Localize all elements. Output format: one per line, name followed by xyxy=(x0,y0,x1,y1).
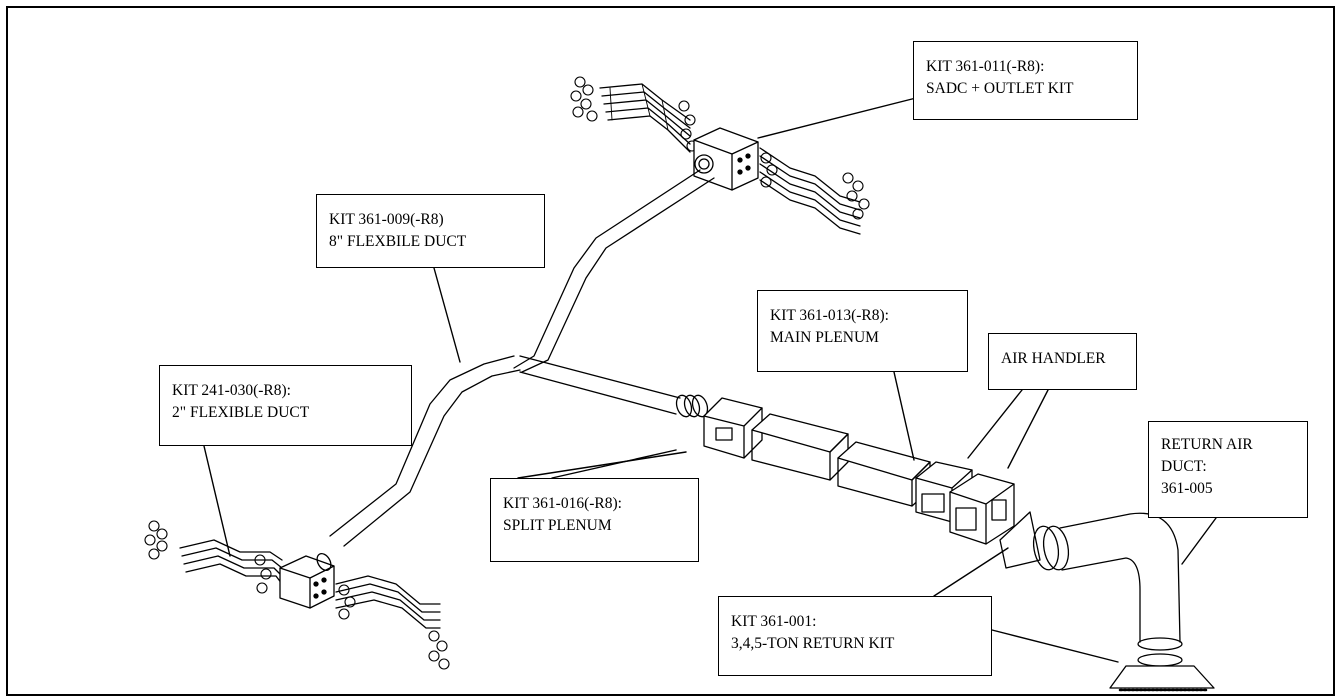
lower-right-outlet-ducts xyxy=(335,575,441,629)
callout-flex-duct-2in: KIT 241-030(-R8): 2" FLEXIBLE DUCT xyxy=(159,365,412,446)
air-handler-shape xyxy=(915,461,1015,545)
leader-split-plenum-a xyxy=(517,451,687,479)
flex-duct-8in-upper xyxy=(513,169,715,373)
callout-split-plenum-line1: KIT 361-016(-R8): xyxy=(503,495,622,512)
upper-left-outlet-ducts xyxy=(599,83,691,153)
lower-right-grilles xyxy=(338,584,450,670)
callout-return-air-duct-line1: RETURN AIR xyxy=(1161,436,1253,453)
upper-left-grilles xyxy=(570,76,698,152)
callout-air-handler: AIR HANDLER xyxy=(988,333,1137,390)
lower-left-outlet-ducts xyxy=(179,539,283,585)
callout-return-air-duct: RETURN AIR DUCT: 361-005 xyxy=(1148,421,1308,518)
callout-return-air-duct-line2: DUCT: xyxy=(1161,458,1207,475)
callout-main-plenum: KIT 361-013(-R8): MAIN PLENUM xyxy=(757,290,968,372)
callout-main-plenum-line2: MAIN PLENUM xyxy=(770,329,879,346)
flex-duct-8in-lower xyxy=(329,355,521,547)
lower-plenum-box xyxy=(279,552,335,609)
callout-flex-duct-8in-line1: KIT 361-009(-R8) xyxy=(329,211,444,228)
lower-outlet-assembly xyxy=(144,520,450,670)
split-plenum-shape xyxy=(703,397,763,459)
callout-sadc-outlet-kit-line2: SADC + OUTLET KIT xyxy=(926,80,1074,97)
callout-air-handler-line1: AIR HANDLER xyxy=(1001,350,1106,367)
callout-flex-duct-2in-line2: 2" FLEXIBLE DUCT xyxy=(172,404,310,421)
leader-main-plenum xyxy=(893,371,915,461)
leader-return-air xyxy=(1181,517,1217,565)
upper-right-grilles xyxy=(760,152,870,220)
leader-sadc-outlet xyxy=(757,97,917,139)
upper-outlet-assembly xyxy=(570,76,870,235)
leader-split-plenum-b xyxy=(551,449,677,479)
leader-flex2 xyxy=(203,445,231,557)
upper-plenum-box xyxy=(693,127,759,191)
callout-main-plenum-line1: KIT 361-013(-R8): xyxy=(770,307,889,324)
callout-flex-duct-8in-line2: 8" FLEXBILE DUCT xyxy=(329,233,467,250)
leader-flex8 xyxy=(433,267,461,363)
callout-sadc-outlet-kit-line1: KIT 361-011(-R8): xyxy=(926,58,1045,75)
callout-return-kit-line1: KIT 361-001: xyxy=(731,613,817,630)
return-air-duct-shape xyxy=(999,511,1215,692)
main-duct-run xyxy=(519,355,709,418)
callout-flex-duct-8in: KIT 361-009(-R8) 8" FLEXBILE DUCT xyxy=(316,194,545,268)
leader-air-handler-a xyxy=(967,389,1023,459)
callout-flex-duct-2in-line1: KIT 241-030(-R8): xyxy=(172,382,291,399)
leader-return-kit-a xyxy=(933,547,1009,597)
leader-return-kit-b xyxy=(991,629,1119,663)
upper-right-outlet-ducts xyxy=(759,147,861,235)
callout-split-plenum-line2: SPLIT PLENUM xyxy=(503,517,612,534)
leader-lines xyxy=(203,97,1217,663)
main-plenum-shape xyxy=(751,413,931,507)
callout-sadc-outlet-kit: KIT 361-011(-R8): SADC + OUTLET KIT xyxy=(913,41,1138,120)
callout-return-air-duct-line3: 361-005 xyxy=(1161,480,1213,497)
callout-return-kit-line2: 3,4,5-TON RETURN KIT xyxy=(731,635,895,652)
callout-return-kit: KIT 361-001: 3,4,5-TON RETURN KIT xyxy=(718,596,992,676)
lower-left-grilles xyxy=(144,520,272,594)
callout-split-plenum: KIT 361-016(-R8): SPLIT PLENUM xyxy=(490,478,699,562)
leader-air-handler-b xyxy=(1007,389,1049,469)
